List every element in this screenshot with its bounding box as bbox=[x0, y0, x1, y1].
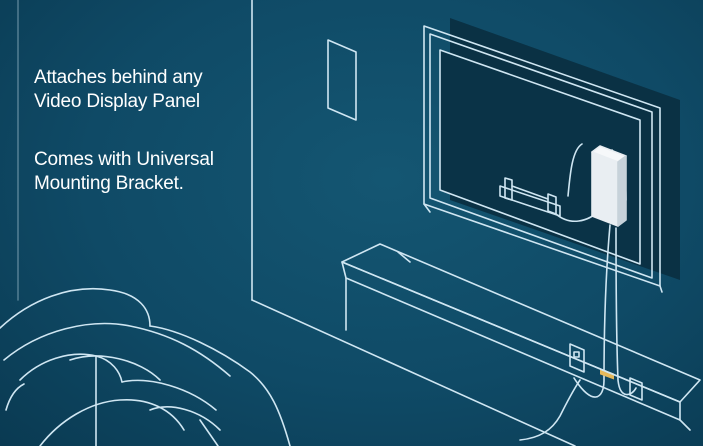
caption-line: Mounting Bracket. bbox=[34, 172, 214, 196]
caption-line: Comes with Universal bbox=[34, 148, 214, 172]
sofa bbox=[0, 289, 290, 446]
media-console bbox=[342, 244, 700, 430]
light-switch-plate bbox=[328, 40, 356, 120]
caption-bracket: Comes with Universal Mounting Bracket. bbox=[34, 148, 214, 196]
caption-line: Attaches behind any bbox=[34, 66, 202, 90]
caption-line: Video Display Panel bbox=[34, 90, 202, 114]
caption-attaches: Attaches behind any Video Display Panel bbox=[34, 66, 202, 114]
